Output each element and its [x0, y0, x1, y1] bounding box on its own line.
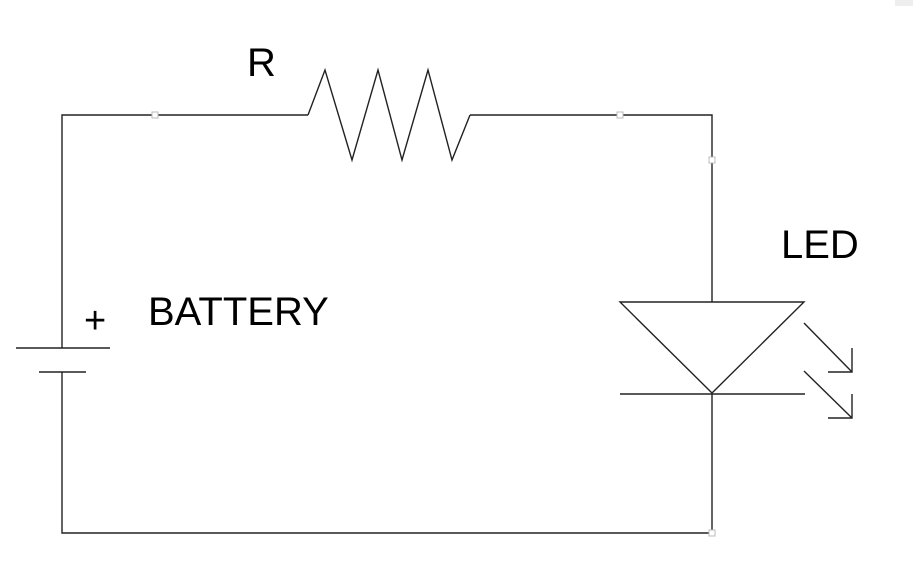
wires	[61, 114, 713, 534]
handle[interactable]	[151, 111, 159, 119]
resistor[interactable]	[307, 67, 471, 163]
battery[interactable]	[16, 347, 110, 373]
battery-plus-sign: +	[84, 300, 106, 342]
led-triangle	[618, 301, 806, 394]
handle[interactable]	[708, 156, 716, 164]
led[interactable]	[618, 301, 853, 419]
wire-bottom	[61, 372, 713, 534]
resistor-label: R	[247, 41, 276, 85]
light-arrow-icon	[803, 370, 853, 419]
wire-top-left	[61, 114, 308, 348]
handle[interactable]	[708, 529, 716, 537]
corner-tab	[895, 0, 913, 6]
light-arrow-icon	[803, 322, 853, 373]
wire-top-right	[470, 114, 713, 302]
battery-label: BATTERY	[148, 290, 329, 334]
handle[interactable]	[616, 111, 624, 119]
led-label: LED	[781, 223, 859, 267]
connection-handles	[151, 111, 716, 537]
